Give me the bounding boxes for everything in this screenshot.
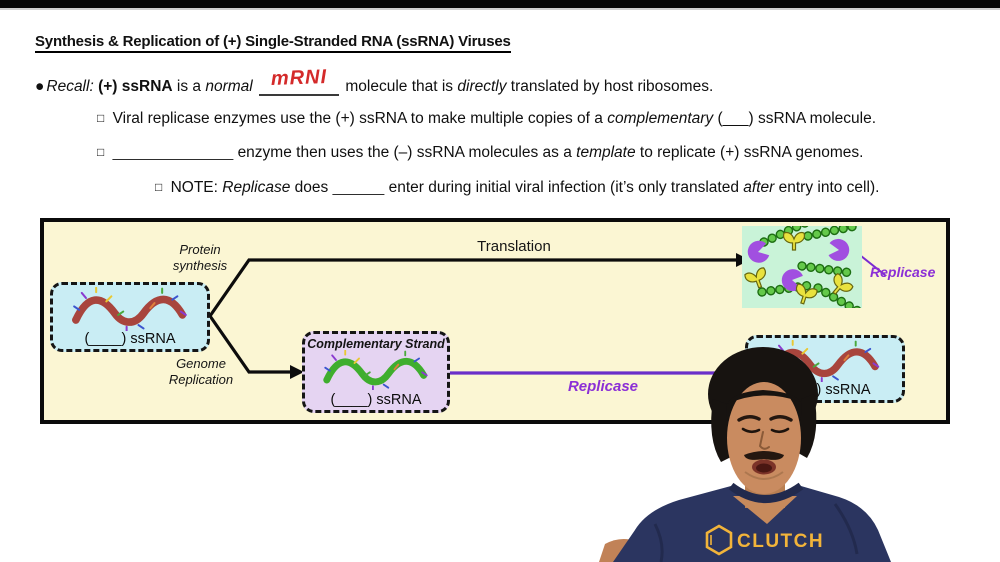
enzyme-line: □ ______________ enzyme then uses the (–… (97, 144, 864, 161)
square-bullet-icon: □ (97, 111, 105, 125)
fill-in-blank: ______ (332, 179, 385, 196)
nose (758, 431, 770, 450)
shirt-collar (728, 482, 804, 503)
plus-ssrna-strand-icon (57, 287, 203, 331)
clutch-logo: CLUTCH (705, 524, 824, 556)
plus-ssrna-box: (____) ssRNA (50, 282, 210, 352)
hexagon-logo-icon (705, 524, 733, 556)
recall-line: ●Recall: (+) ssRNA is a normal mRNI mole… (35, 66, 714, 96)
right-eye-closed (770, 427, 790, 434)
replicase-enzyme-icon (828, 238, 851, 262)
minus-ssrna-strand-icon (310, 350, 442, 390)
right-eyebrow (769, 415, 793, 422)
translation-label: Translation (477, 238, 551, 255)
genome-replication-label: Genome Replication (168, 356, 234, 388)
protein-synthesis-label: Protein synthesis (172, 242, 228, 274)
ribosome-products-icon (743, 216, 864, 317)
instructor-webcam: CLUTCH (599, 347, 891, 562)
instructor-shirt (613, 486, 891, 562)
replication-diagram: (____) ssRNA Protein synthesis Translati… (40, 216, 950, 424)
viral-replicase-line: □ Viral replicase enzymes use the (+) ss… (97, 110, 877, 127)
recall-label: Recall: (46, 78, 94, 95)
square-bullet-icon: □ (155, 180, 163, 194)
fill-in-blank-answered: mRNI (259, 66, 340, 96)
square-bullet-icon: □ (97, 145, 105, 159)
fill-in-blank: ______________ (112, 144, 234, 161)
complementary-strand-box: Complementary Strand (____) ssRNA (302, 331, 450, 413)
shirt-text: CLUTCH (737, 531, 824, 552)
plus-ssrna-label: (____) ssRNA (84, 331, 176, 347)
minus-ssrna-label: (____) ssRNA (330, 392, 422, 408)
dot-bullet-icon: ● (35, 78, 45, 95)
complementary-strand-title: Complementary Strand (307, 337, 445, 351)
handwritten-answer: mRNI (270, 66, 328, 90)
replicase-product-label: Replicase (870, 264, 936, 280)
note-line: □ NOTE: Replicase does ______ enter duri… (155, 179, 880, 196)
ssrna-term: (+) ssRNA (98, 78, 173, 95)
instructor-face (727, 382, 801, 494)
replicase-enzyme-label: Replicase (567, 378, 639, 395)
replication-arrowhead-icon (290, 365, 304, 379)
translation-products-box (742, 216, 864, 317)
top-black-bar (0, 0, 1000, 10)
page-title: Synthesis & Replication of (+) Single-St… (35, 33, 511, 53)
mustache (744, 451, 784, 460)
left-eyebrow (737, 415, 761, 422)
left-eye-closed (741, 427, 761, 434)
